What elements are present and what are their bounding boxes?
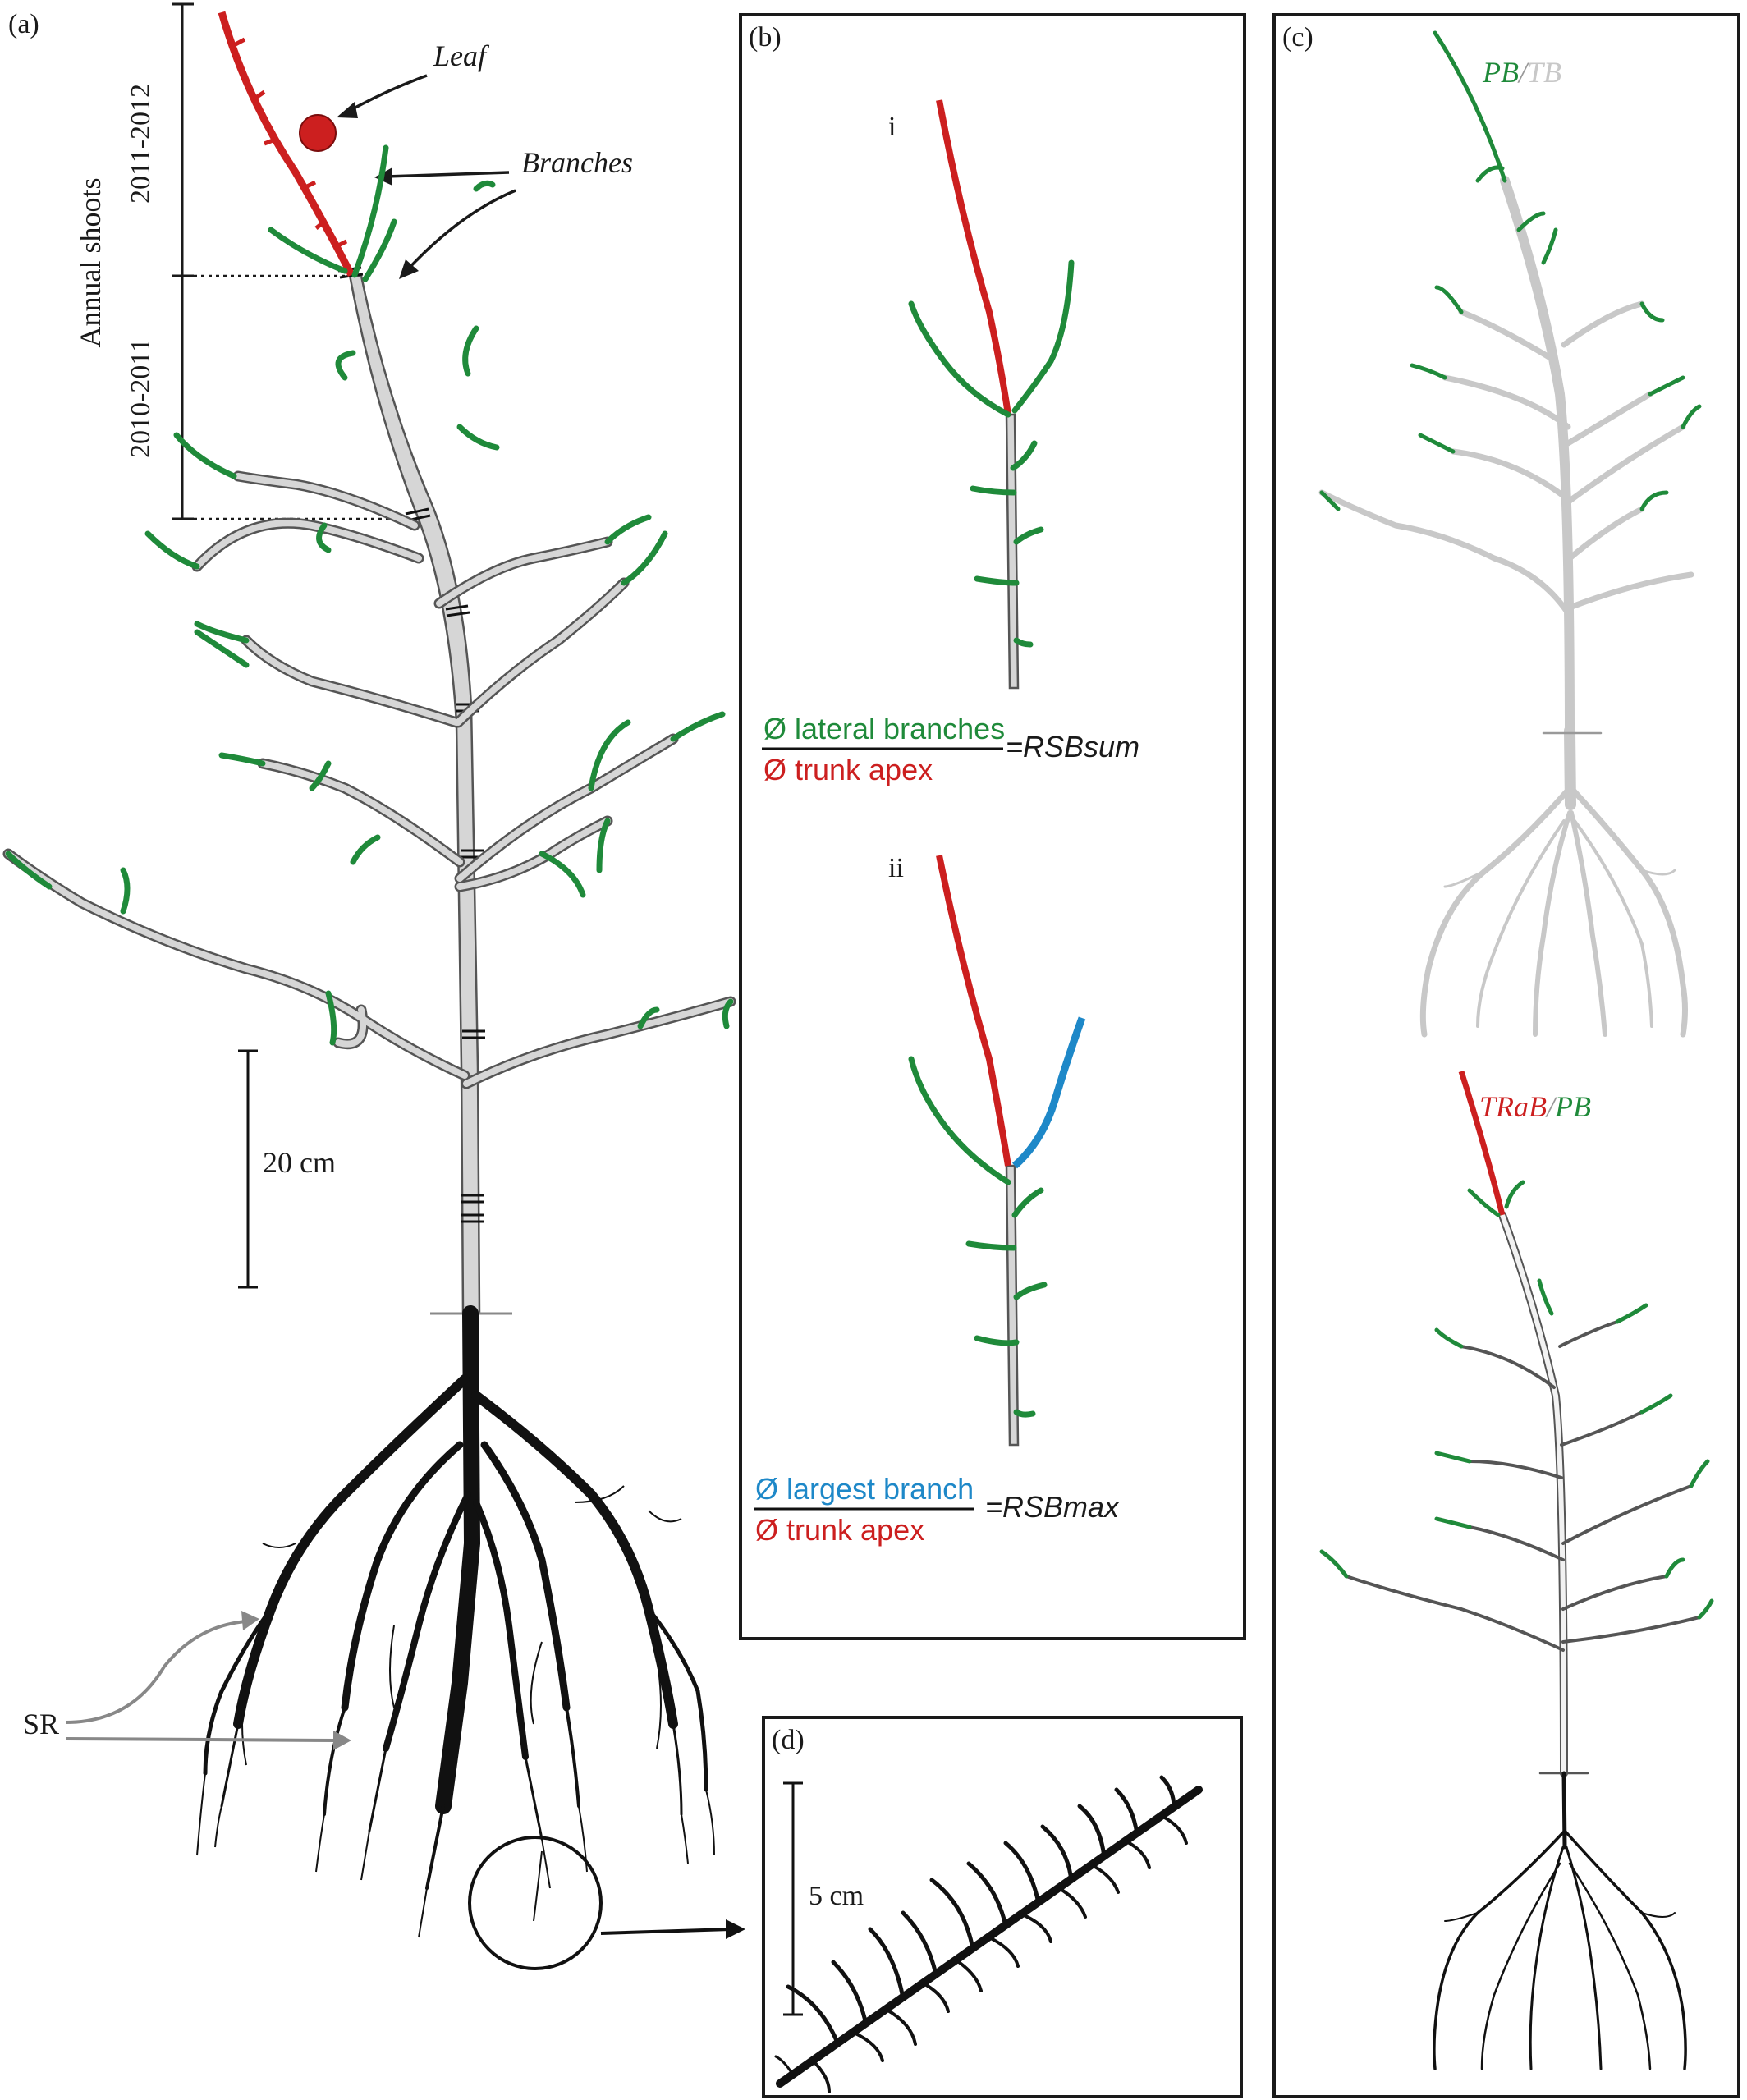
sr-arrows (65, 1620, 337, 1742)
detail-arrowhead (726, 1919, 745, 1939)
sr-arrowheads (241, 1611, 351, 1750)
panel-d: (d) 5 cm (762, 1716, 1243, 2098)
tree-ii (908, 855, 1086, 1447)
panel-c-top-title: PB/TB (1482, 56, 1561, 89)
label-arrows (344, 74, 516, 273)
panel-c-label: (c) (1282, 22, 1314, 53)
year-2011-2012-label: 2011-2012 (126, 84, 156, 204)
panel-a: (a) Annual shoots 2011-2012 2010-2011 Le… (2, 2, 745, 1970)
annual-shoots-bracket (172, 2, 410, 520)
panel-b-frame (739, 13, 1246, 1640)
circle-root (533, 1850, 543, 1922)
eq2-numerator: Ø largest branch (755, 1472, 974, 1506)
sr-label: SR (23, 1708, 59, 1740)
panel-b-sub-i: i (888, 112, 896, 142)
eq1-numerator: Ø lateral branches (763, 712, 1005, 745)
lateral-branches (2, 470, 736, 1089)
annual-ring-marks (337, 266, 512, 1315)
eq1-result: =RSBsum (1006, 730, 1139, 763)
panel-b-label: (b) (749, 22, 782, 53)
scale-label-20cm: 20 cm (263, 1146, 336, 1179)
panel-c-bottom-title: TRaB/PB (1479, 1090, 1591, 1123)
green-shoots (5, 144, 734, 1046)
eq1-denominator: Ø trunk apex (763, 753, 933, 786)
detail-circle (468, 1836, 603, 1970)
eq2-result: =RSBmax (985, 1490, 1121, 1524)
scale-bar-5cm (783, 1781, 803, 2016)
year-2010-2011-label: 2010-2011 (126, 338, 156, 458)
tree-trab-pb (1345, 1211, 1701, 1777)
tree-pb-tb (1318, 176, 1694, 810)
leaf-label: Leaf (433, 39, 490, 72)
trab-apex (1458, 1070, 1506, 1216)
tree-i (908, 99, 1075, 690)
detail-arrow (600, 1928, 731, 1935)
tree-pb-tb-green (1319, 30, 1702, 511)
eq2-denominator: Ø trunk apex (755, 1513, 924, 1547)
branches-label: Branches (521, 146, 633, 179)
panel-d-label: (d) (772, 1725, 805, 1755)
scale-bar-20cm (238, 1049, 258, 1289)
panel-c-frame (1272, 13, 1740, 2098)
fine-roots (196, 1485, 715, 1938)
tree-trab-pb-green (1319, 1180, 1714, 1620)
panel-d-frame (762, 1716, 1243, 2098)
root-system (203, 1305, 708, 1890)
panel-a-label: (a) (8, 9, 39, 39)
panel-c: (c) PB/TB (1272, 13, 1740, 2098)
leaf-icon (299, 114, 337, 152)
root-detail (774, 1775, 1203, 2093)
scale-label-5cm: 5 cm (809, 1881, 864, 1911)
tree-trab-pb-roots (1433, 1771, 1687, 2070)
panel-b-sub-ii: ii (888, 853, 904, 883)
panel-b: (b) i ii Ø lateral branches Ø trunk apex… (739, 13, 1246, 1640)
tree-pb-tb-roots (1419, 785, 1688, 1038)
annual-shoots-label: Annual shoots (74, 178, 107, 348)
lateral-branches-fill (5, 473, 734, 1087)
trunk-apex-red (218, 11, 355, 277)
apex-buds (232, 37, 348, 249)
